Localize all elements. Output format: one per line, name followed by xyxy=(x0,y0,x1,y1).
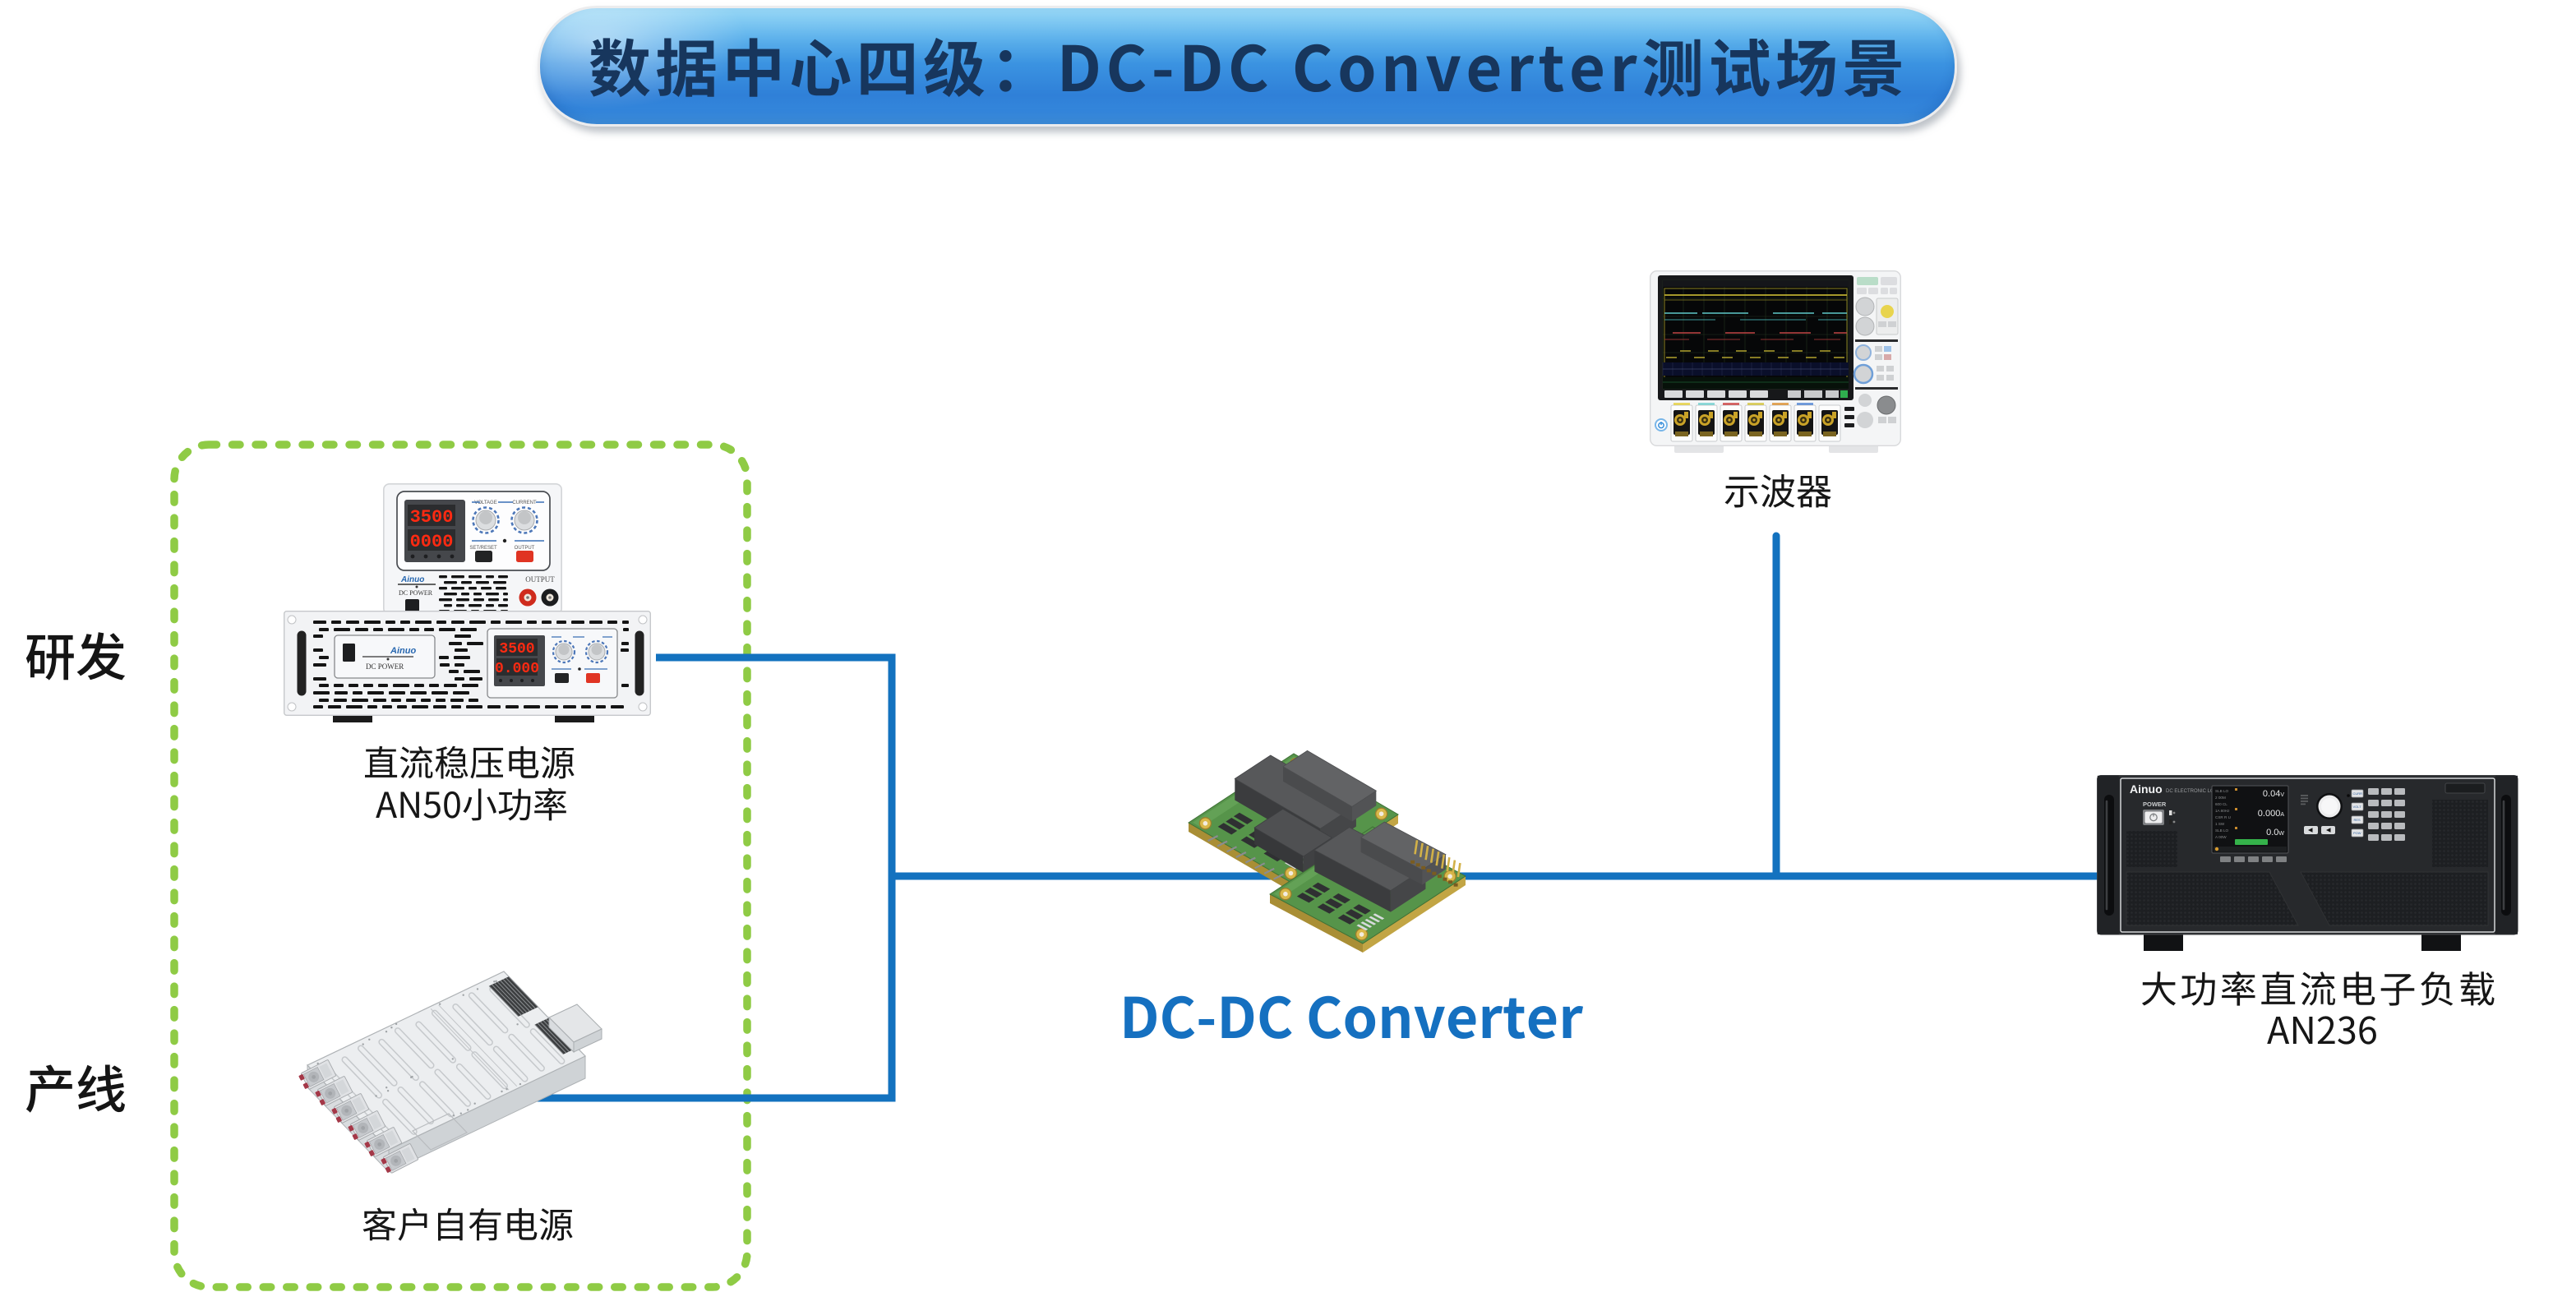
svg-text:0.000A: 0.000A xyxy=(2258,809,2285,819)
svg-text:3500: 3500 xyxy=(499,641,534,658)
svg-text:0000: 0000 xyxy=(410,532,454,552)
svg-text:RES: RES xyxy=(2354,818,2361,822)
svg-text:CURR: CURR xyxy=(2353,791,2363,796)
svg-text:0.04V: 0.04V xyxy=(2263,789,2284,799)
svg-text:2 00M: 2 00M xyxy=(2215,796,2226,800)
svg-text:Ainuo: Ainuo xyxy=(2130,782,2163,796)
svg-text:1A 80Hz: 1A 80Hz xyxy=(2215,809,2230,813)
svg-text:OUTPUT: OUTPUT xyxy=(525,575,555,584)
svg-text:VOLT: VOLT xyxy=(2353,805,2362,809)
svg-text:DC POWER: DC POWER xyxy=(399,589,433,597)
svg-text:0.000: 0.000 xyxy=(495,661,539,677)
svg-text:POW: POW xyxy=(2353,831,2361,835)
svg-text:OUTPUT: OUTPUT xyxy=(515,546,535,551)
svg-text:3500: 3500 xyxy=(410,507,454,528)
svg-text:600 CL: 600 CL xyxy=(2215,802,2227,806)
svg-text:SLB LO: SLB LO xyxy=(2215,828,2229,833)
svg-text:DC ELECTRONIC LOAD: DC ELECTRONIC LOAD xyxy=(2166,789,2222,794)
svg-text:VOLTAGE: VOLTAGE xyxy=(474,501,496,505)
svg-text:CSR R U: CSR R U xyxy=(2215,815,2231,819)
svg-text:Ainuo: Ainuo xyxy=(390,646,416,656)
svg-text:SET/RESET: SET/RESET xyxy=(469,546,497,551)
svg-text:SLB LO: SLB LO xyxy=(2215,789,2229,793)
svg-text:POWER: POWER xyxy=(2143,801,2167,808)
svg-text:DC POWER: DC POWER xyxy=(366,662,404,671)
svg-text:CURRENT: CURRENT xyxy=(512,501,537,505)
svg-text:Ainuo: Ainuo xyxy=(400,575,424,584)
svg-text:1 SW: 1 SW xyxy=(2215,822,2225,826)
svg-text:A 00W: A 00W xyxy=(2215,835,2227,839)
